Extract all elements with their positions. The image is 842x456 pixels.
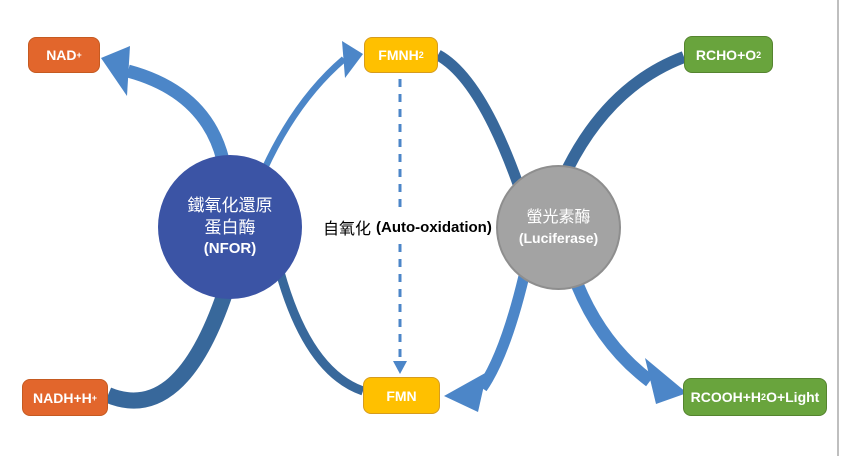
- rcooh-label-pre: RCOOH+H: [690, 389, 762, 405]
- arrow-nfor-to-fmnh2-body: [261, 56, 347, 172]
- auto-oxidation-label: 自氧化 (Auto-oxidation): [320, 214, 495, 240]
- auto-oxidation-cjk: 自氧化: [323, 221, 372, 238]
- nad-box: NAD+: [28, 37, 100, 73]
- rcho-label: RCHO+O: [695, 46, 757, 63]
- rcooh-label-post: O+Light: [766, 389, 820, 405]
- fmn-box: FMN: [363, 377, 440, 414]
- fmn-label: FMN: [386, 387, 417, 404]
- arrow-nfor-to-nad-body: [126, 64, 230, 162]
- arrow-luciferase-to-rcooh-body: [570, 281, 654, 387]
- nfor-label-line1: 鐵氧化還原: [187, 196, 273, 215]
- nfor-enzyme-circle: 鐵氧化還原 蛋白酶 (NFOR): [158, 155, 302, 299]
- nadh-label: NADH+H: [33, 389, 92, 406]
- arrow-nfor-to-nad-head: [101, 46, 130, 96]
- luciferase-label-line2: (Luciferase): [518, 230, 599, 246]
- arrow-nadh-to-nfor: [104, 290, 233, 409]
- auto-oxidation-latin: (Auto-oxidation): [376, 218, 492, 236]
- nfor-label-line2: 蛋白酶: [204, 218, 256, 237]
- image-edge-line: [837, 0, 839, 456]
- arrow-rcho-to-luciferase: [562, 51, 687, 171]
- arrow-luciferase-to-fmn-body: [477, 274, 530, 392]
- arrow-fmn-to-nfor: [275, 270, 365, 396]
- arrow-fmnh2-to-luciferase: [435, 50, 524, 186]
- luciferase-label-line1: 螢光素酶: [526, 209, 591, 226]
- nfor-label-line3: (NFOR): [203, 240, 257, 257]
- dashed-arrow-head: [393, 361, 407, 374]
- arrow-luciferase-to-fmn-head: [444, 372, 487, 412]
- nad-label: NAD: [46, 47, 77, 63]
- arrow-luciferase-to-rcooh-head: [645, 358, 687, 404]
- arrow-nfor-to-fmnh2-head: [342, 41, 363, 78]
- luciferase-enzyme-circle: 螢光素酶 (Luciferase): [496, 165, 621, 290]
- nadh-box: NADH+H+: [22, 379, 108, 416]
- fmnh2-label: FMNH: [378, 47, 419, 63]
